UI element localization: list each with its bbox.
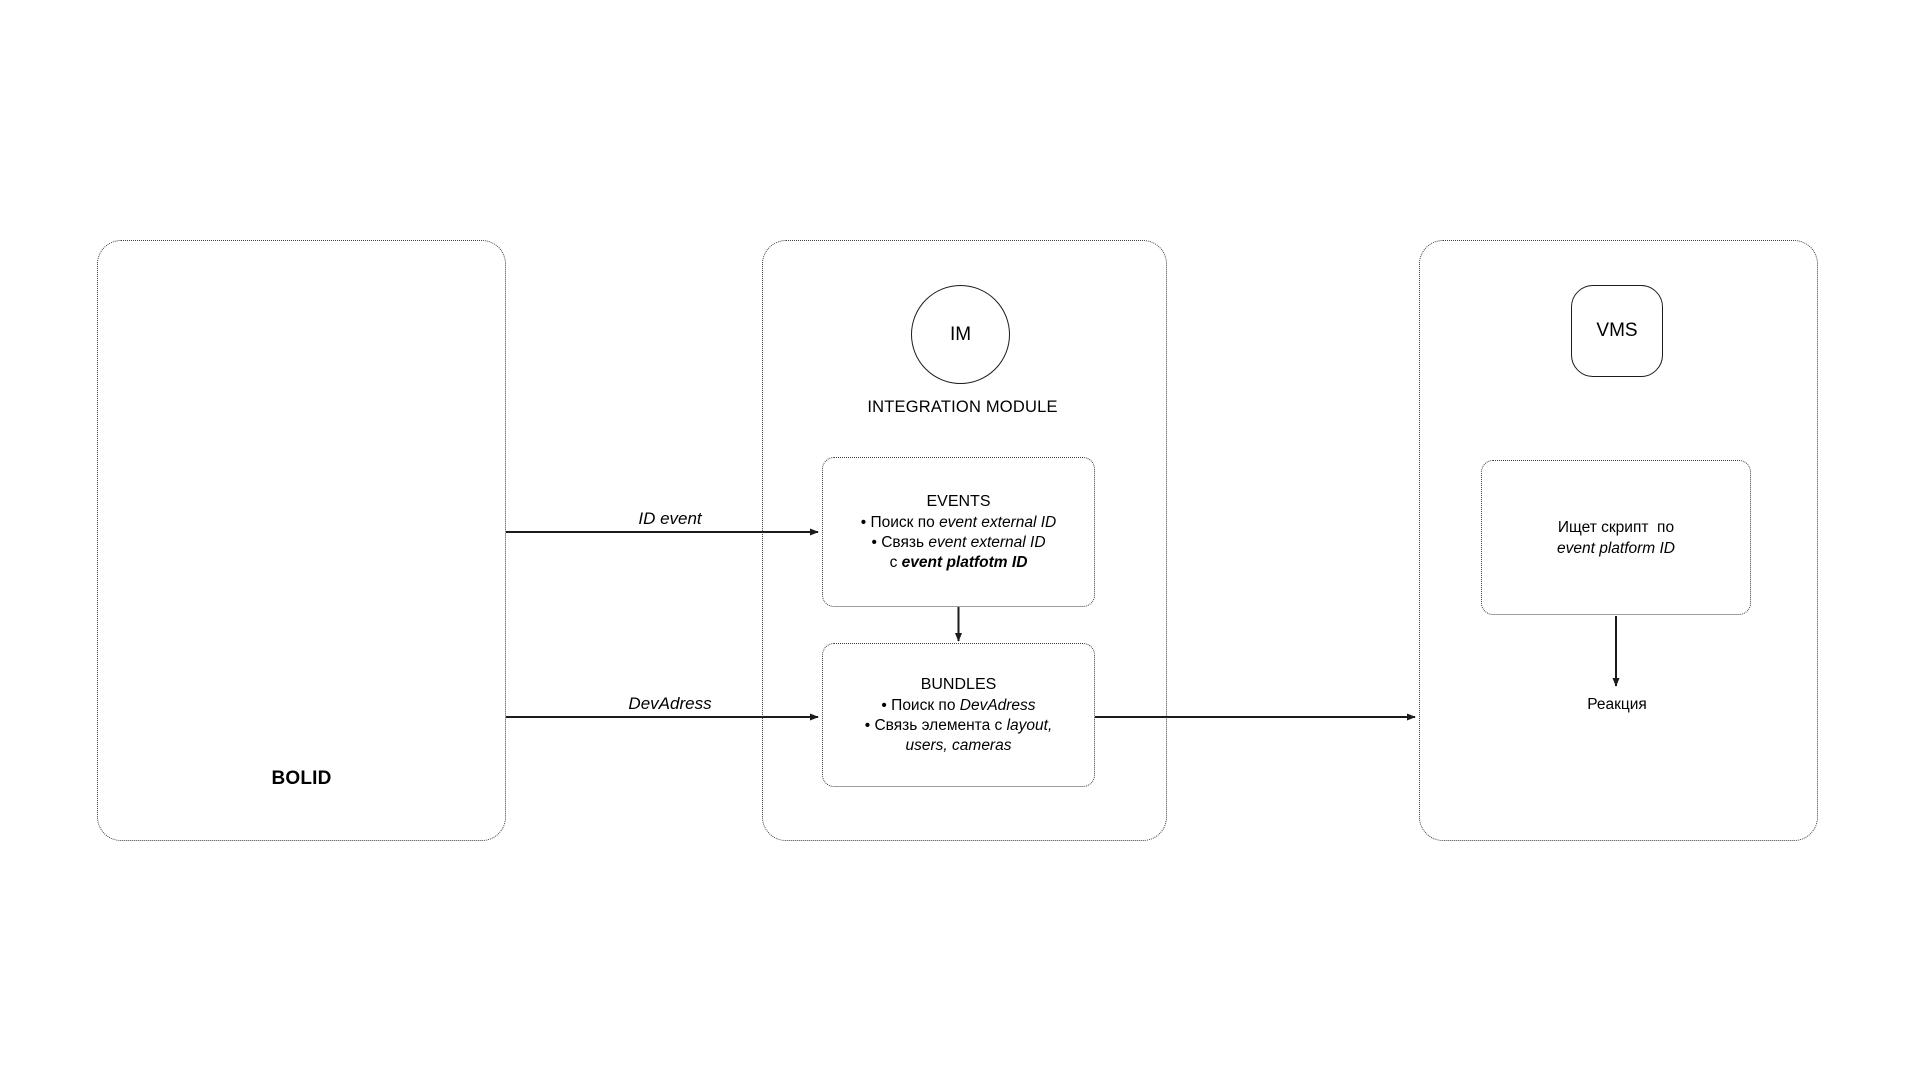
box-events-heading: EVENTS — [926, 492, 991, 510]
box-events-line-3: с event platfotm ID — [890, 553, 1028, 573]
bullet-icon: • — [881, 696, 887, 714]
box-events-line-1-italic: event external ID — [939, 513, 1057, 531]
panel-integration-module[interactable] — [762, 240, 1167, 841]
box-bundles-line-1-italic: DevAdress — [959, 696, 1036, 714]
box-bundles-line-2-prefix: Связь элемента с — [874, 716, 1007, 734]
box-vms-script[interactable]: Ищет скрипт по event platform ID — [1481, 460, 1751, 615]
box-events-line-2-prefix: Связь — [881, 533, 929, 551]
bullet-icon: • — [864, 716, 871, 734]
edge-label-id-event: ID event — [638, 509, 702, 528]
bullet-icon: • — [860, 513, 867, 531]
panel-bolid-title: BOLID — [271, 768, 332, 789]
box-bundles-line-3: users, cameras — [905, 736, 1012, 754]
box-vms-script-line-2: event platform ID — [1556, 539, 1676, 557]
box-events-line-2: • Связь event external ID — [871, 533, 1045, 553]
box-events-line-2-italic: event external ID — [928, 533, 1046, 551]
box-bundles-line-2-italic: layout, — [1006, 716, 1053, 734]
box-events-line-3-prefix: с — [889, 553, 902, 571]
label-reaction: Реакция — [1587, 696, 1647, 713]
box-bundles-heading: BUNDLES — [920, 675, 997, 693]
bullet-icon: • — [871, 533, 877, 551]
box-bundles-line-1-prefix: Поиск по — [891, 696, 960, 714]
vms-node-label: VMS — [1596, 320, 1638, 341]
integration-module-caption: INTEGRATION MODULE — [867, 398, 1058, 416]
edge-label-devadress: DevAdress — [628, 694, 712, 713]
box-bundles[interactable]: BUNDLES • Поиск по DevAdress • Связь эле… — [822, 643, 1095, 787]
box-events-line-1: • Поиск по event external ID — [861, 513, 1057, 533]
box-events-line-3-bold-italic: event platfotm ID — [901, 553, 1028, 571]
panel-bolid[interactable]: BOLID — [97, 240, 506, 841]
box-events-line-1-prefix: Поиск по — [870, 513, 940, 531]
box-bundles-line-1: • Поиск по DevAdress — [881, 696, 1035, 716]
im-node-circle[interactable]: IM — [911, 285, 1010, 384]
im-node-label: IM — [949, 323, 972, 345]
panel-vms[interactable] — [1419, 240, 1818, 841]
vms-node[interactable]: VMS — [1571, 285, 1663, 377]
box-events[interactable]: EVENTS • Поиск по event external ID • Св… — [822, 457, 1095, 607]
box-bundles-line-2: • Связь элемента с layout, — [865, 716, 1053, 736]
box-vms-script-line-1: Ищет скрипт по — [1557, 518, 1675, 536]
